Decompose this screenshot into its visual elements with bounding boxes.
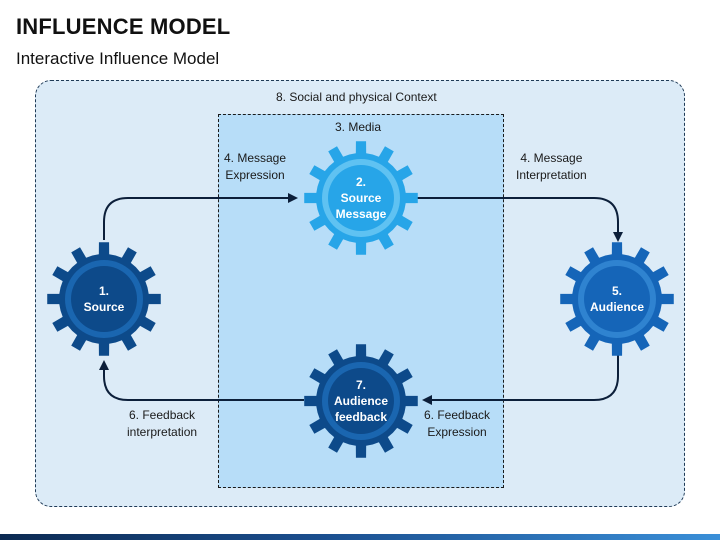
gear-audience-label: 5.Audience (589, 284, 645, 314)
gear-feedback (304, 344, 418, 458)
gear-source (47, 242, 161, 356)
arrow-feedback-to-source (99, 360, 304, 401)
page-subtitle: Interactive Influence Model (16, 49, 220, 68)
gear-source-core (71, 266, 137, 332)
footer-accent-bar (0, 534, 720, 540)
gear-message-core (328, 165, 394, 231)
social-context-label: 8. Social and physical Context (276, 90, 437, 104)
arrow-source-to-message (103, 193, 298, 240)
gear-audience-core (584, 266, 650, 332)
gear-feedback-core (328, 368, 394, 434)
arrow-audience-to-feedback (422, 350, 619, 405)
arrow-message-to-audience (410, 197, 623, 242)
media-label: 3. Media (335, 120, 382, 134)
gear-source-label: 1.Source (83, 284, 125, 314)
gear-message (304, 141, 418, 255)
page-title: INFLUENCE MODEL (16, 14, 231, 39)
gear-audience (560, 242, 674, 356)
